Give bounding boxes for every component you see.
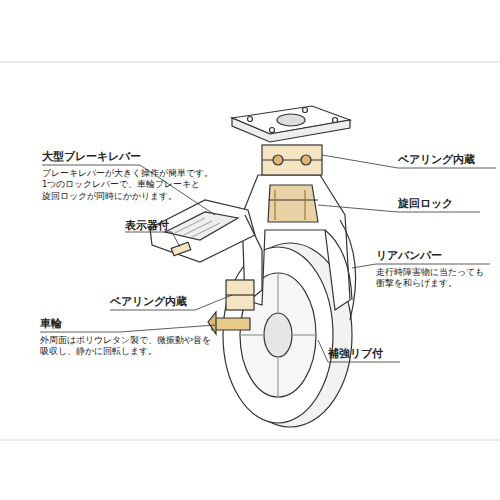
part-name: 表示器付: [125, 219, 169, 232]
part-name: 大型ブレーキレバー: [42, 150, 141, 163]
part-name: ベアリング内蔵: [398, 153, 475, 166]
part-name: 車輪: [40, 317, 62, 330]
part-note: ブレーキレバーが大きく操作が簡単です。 1つのロックレバーで、車輪ブレーキと 旋…: [42, 168, 227, 202]
part-name: ベアリング内蔵: [110, 295, 187, 308]
part-name: 旋回ロック: [398, 197, 453, 210]
part-name: リアバンパー: [376, 249, 442, 262]
part-name: 補強リブ付: [328, 347, 383, 360]
part-note: 走行時障害物に当たっても 衝撃を和らげます。: [376, 267, 494, 290]
part-note: 外周面はポリウレタン製で、微振動や音を 吸収し、静かに回転します。: [40, 335, 220, 358]
